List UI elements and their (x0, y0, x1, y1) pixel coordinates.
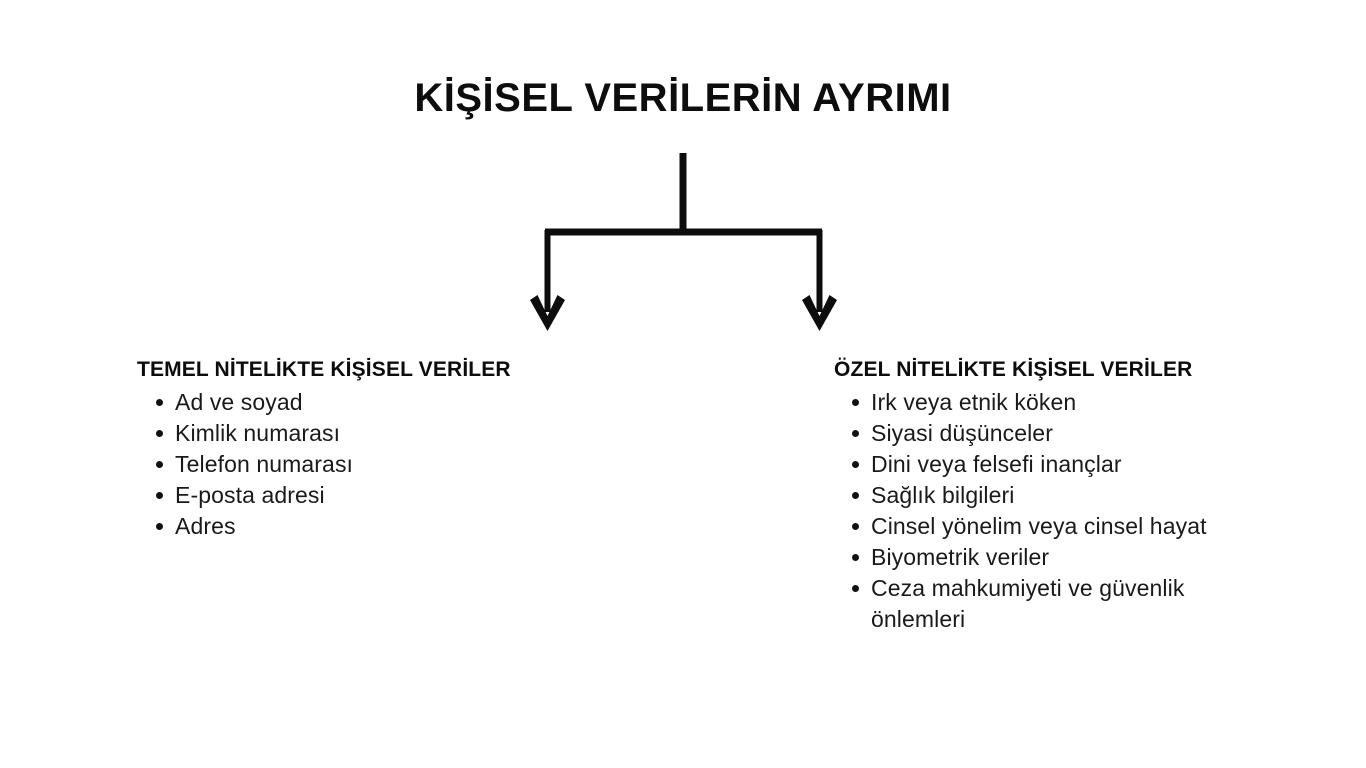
bullet-icon (156, 430, 163, 437)
split-arrow-connector (530, 153, 837, 331)
list-item-label: Irk veya etnik köken (871, 389, 1077, 415)
list-item-label: Ceza mahkumiyeti ve güvenlik önlemleri (871, 575, 1185, 632)
bullet-icon (852, 399, 859, 406)
list-item: Dini veya felsefi inançlar (834, 449, 1234, 480)
branch-list-right: Irk veya etnik köken Siyasi düşünceler D… (834, 387, 1234, 635)
list-item-label: Ad ve soyad (175, 389, 303, 415)
bullet-icon (156, 523, 163, 530)
branch-heading-left: TEMEL NİTELİKTE KİŞİSEL VERİLER (137, 358, 511, 381)
list-item-label: Dini veya felsefi inançlar (871, 451, 1122, 477)
list-item-label: Siyasi düşünceler (871, 420, 1053, 446)
list-item-label: Telefon numarası (175, 451, 354, 477)
list-item: Ceza mahkumiyeti ve güvenlik önlemleri (834, 573, 1234, 635)
bullet-icon (852, 585, 859, 592)
list-item: E-posta adresi (137, 480, 697, 511)
bullet-icon (156, 399, 163, 406)
list-item-label: Adres (175, 513, 236, 539)
list-item: Kimlik numarası (137, 418, 697, 449)
list-item: Siyasi düşünceler (834, 418, 1234, 449)
list-item: Telefon numarası (137, 449, 697, 480)
list-item: Ad ve soyad (137, 387, 697, 418)
branch-list-left: Ad ve soyad Kimlik numarası Telefon numa… (137, 387, 697, 542)
list-item-label: Biyometrik veriler (871, 544, 1050, 570)
bullet-icon (852, 430, 859, 437)
left-arrow-head (530, 295, 565, 331)
list-item: Adres (137, 511, 697, 542)
list-item: Irk veya etnik köken (834, 387, 1234, 418)
bullet-icon (156, 461, 163, 468)
right-arrow-head (802, 295, 837, 331)
list-item-label: Sağlık bilgileri (871, 482, 1015, 508)
bullet-icon (852, 554, 859, 561)
branch-special-personal-data: ÖZEL NİTELİKTE KİŞİSEL VERİLER Irk veya … (834, 357, 1264, 635)
list-item: Cinsel yönelim veya cinsel hayat (834, 511, 1234, 542)
bullet-icon (852, 523, 859, 530)
list-item: Biyometrik veriler (834, 542, 1234, 573)
bullet-icon (852, 461, 859, 468)
list-item-label: E-posta adresi (175, 482, 325, 508)
list-item-label: Cinsel yönelim veya cinsel hayat (871, 513, 1207, 539)
page-title: KİŞİSEL VERİLERİN AYRIMI (414, 76, 952, 120)
list-item: Sağlık bilgileri (834, 480, 1234, 511)
bullet-icon (852, 492, 859, 499)
branch-basic-personal-data: TEMEL NİTELİKTE KİŞİSEL VERİLER Ad ve so… (137, 357, 697, 542)
bullet-icon (156, 492, 163, 499)
branch-heading-right: ÖZEL NİTELİKTE KİŞİSEL VERİLER (834, 358, 1193, 381)
list-item-label: Kimlik numarası (175, 420, 341, 446)
